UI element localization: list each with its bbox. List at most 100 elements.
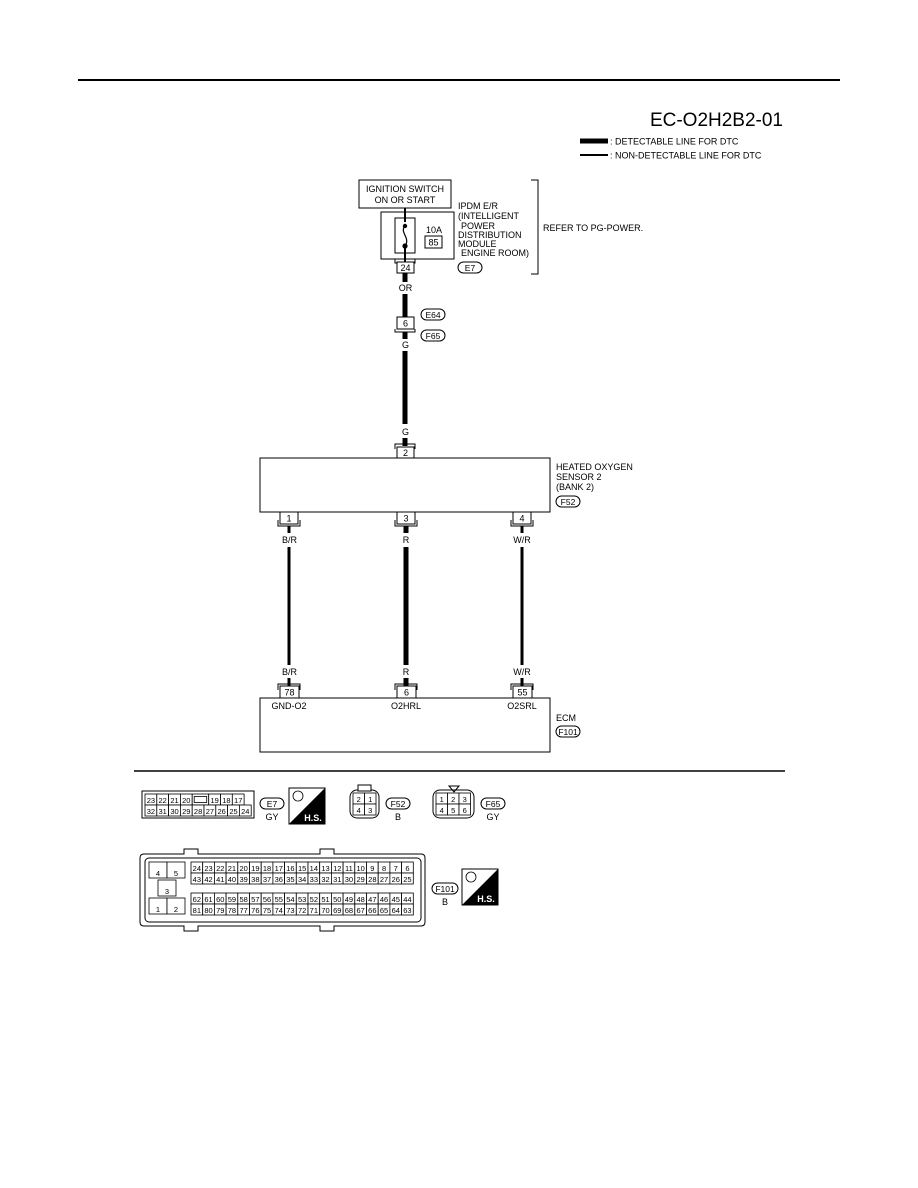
ipdm-label-2: (INTELLIGENT xyxy=(458,211,520,221)
legend-detectable-text: : DETECTABLE LINE FOR DTC xyxy=(610,137,739,147)
connector-f101-name: F101 xyxy=(435,884,455,894)
f101-pin-69: 69 xyxy=(333,906,341,915)
ipdm-label-4: DISTRIBUTION xyxy=(458,230,522,240)
f101-pin-10: 10 xyxy=(356,864,364,873)
f65-pin-2: 2 xyxy=(451,795,455,804)
sensor-label-1: HEATED OXYGEN xyxy=(556,462,633,472)
f101-pin-33: 33 xyxy=(310,875,318,884)
f52-pin-4: 4 xyxy=(357,806,361,815)
f101-pin-64: 64 xyxy=(392,906,400,915)
wire-wr-top-label: W/R xyxy=(513,535,531,545)
sensor-terminal-3: 3 xyxy=(403,514,408,524)
f101-pin-26: 26 xyxy=(392,875,400,884)
legend: : DETECTABLE LINE FOR DTC : NON-DETECTAB… xyxy=(580,137,762,161)
f101-pin-58: 58 xyxy=(239,895,247,904)
f101-pin-7: 7 xyxy=(394,864,398,873)
f65-pin-6: 6 xyxy=(463,806,467,815)
f101-pin-27: 27 xyxy=(380,875,388,884)
f101-pin-12: 12 xyxy=(333,864,341,873)
ecm: 78 6 55 GND-O2 O2HRL O2SRL ECM F101 xyxy=(259,683,581,753)
f101-pin-8: 8 xyxy=(382,864,386,873)
fuse-rating: 10A xyxy=(426,225,442,235)
f101-pin-39: 39 xyxy=(239,875,247,884)
hs-badge-2: H.S. xyxy=(461,868,499,906)
f101-pin-74: 74 xyxy=(275,906,283,915)
fuse-number: 85 xyxy=(428,238,438,248)
f101-pin-3: 3 xyxy=(165,887,169,896)
f101-pin-13: 13 xyxy=(321,864,329,873)
f101-pin-11: 11 xyxy=(345,864,353,873)
f101-pin-19: 19 xyxy=(251,864,259,873)
connector-e7-color: GY xyxy=(265,812,278,822)
f101-pin-79: 79 xyxy=(216,906,224,915)
f101-pin-18: 18 xyxy=(263,864,271,873)
f101-pin-52: 52 xyxy=(310,895,318,904)
e7-pin-22: 22 xyxy=(159,796,167,805)
f101-pin-32: 32 xyxy=(321,875,329,884)
ipdm-terminal: 24 xyxy=(400,263,410,273)
ipdm-label-1: IPDM E/R xyxy=(458,201,499,211)
fuse-symbol-icon xyxy=(402,225,408,247)
f101-pin-47: 47 xyxy=(368,895,376,904)
wire-wr-bottom-label: W/R xyxy=(513,667,531,677)
ipdm-connector: E7 xyxy=(465,263,476,273)
f101-pin-38: 38 xyxy=(251,875,259,884)
f101-pin-75: 75 xyxy=(263,906,271,915)
f101-pin-5: 5 xyxy=(174,869,178,878)
ignition-switch-line1: IGNITION SWITCH xyxy=(366,184,444,194)
f101-pin-24: 24 xyxy=(193,864,201,873)
e7-pin-28: 28 xyxy=(194,807,202,816)
f101-pin-62: 62 xyxy=(193,895,201,904)
connector-f65-name: F65 xyxy=(486,799,501,809)
ipdm-label-6: ENGINE ROOM) xyxy=(461,248,529,258)
e7-pin-26: 26 xyxy=(218,807,226,816)
f101-pin-20: 20 xyxy=(239,864,247,873)
f101-pin-65: 65 xyxy=(380,906,388,915)
ipdm-fuse-block: 10A 85 24 E7 IPDM E/R (INTELLIGENT POWER… xyxy=(380,201,529,274)
f101-pin-57: 57 xyxy=(251,895,259,904)
f65-pin-3: 3 xyxy=(463,795,467,804)
connector-f101-label: F101 B xyxy=(431,882,459,907)
e7-pin-17: 17 xyxy=(234,796,242,805)
connector-f52-name: F52 xyxy=(391,799,406,809)
f101-pin-34: 34 xyxy=(298,875,306,884)
wire-br-top-label: B/R xyxy=(282,535,298,545)
e7-pin-25: 25 xyxy=(229,807,237,816)
f101-pin-25: 25 xyxy=(403,875,411,884)
joint-connector-top: E64 xyxy=(425,310,440,320)
e7-pin-30: 30 xyxy=(170,807,178,816)
f101-pin-14: 14 xyxy=(310,864,318,873)
sensor-label-3: (BANK 2) xyxy=(556,482,594,492)
ignition-switch-line2: ON OR START xyxy=(375,195,436,205)
f101-pin-81: 81 xyxy=(193,906,201,915)
f101-pin-68: 68 xyxy=(345,906,353,915)
f101-pin-44: 44 xyxy=(403,895,411,904)
f101-pin-9: 9 xyxy=(370,864,374,873)
ecm-signal-o2srl: O2SRL xyxy=(507,701,537,711)
f101-pin-61: 61 xyxy=(204,895,212,904)
connector-e7-name: E7 xyxy=(267,799,278,809)
connector-f101-color: B xyxy=(442,897,448,907)
ecm-terminal-6: 6 xyxy=(404,688,409,698)
f101-pin-71: 71 xyxy=(310,906,318,915)
f101-pin-60: 60 xyxy=(216,895,224,904)
hs-label-1: H.S. xyxy=(304,813,322,823)
f101-pin-49: 49 xyxy=(345,895,353,904)
f52-pin-2: 2 xyxy=(357,795,361,804)
ipdm-label-5: MODULE xyxy=(458,239,497,249)
f101-pin-16: 16 xyxy=(286,864,294,873)
joint-connector-bottom: F65 xyxy=(426,331,441,341)
wire-r-bottom-label: R xyxy=(403,667,410,677)
e7-pin-20: 20 xyxy=(182,796,190,805)
connector-f52-color: B xyxy=(395,812,401,822)
f101-pin-29: 29 xyxy=(356,875,364,884)
f101-pin-42: 42 xyxy=(204,875,212,884)
f101-pin-28: 28 xyxy=(368,875,376,884)
connector-f52-label: F52 B xyxy=(385,797,411,822)
f101-pin-31: 31 xyxy=(333,875,341,884)
